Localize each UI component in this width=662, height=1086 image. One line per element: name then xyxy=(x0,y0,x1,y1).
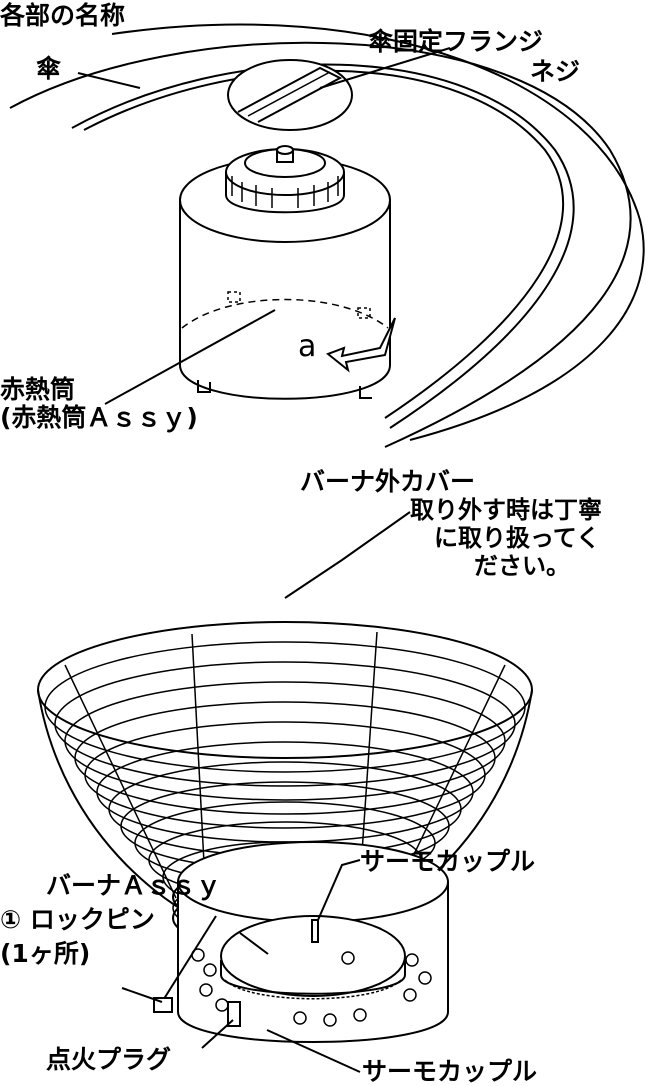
label-outer-cover: バーナ外カバー xyxy=(300,467,476,496)
umbrella-drawing xyxy=(9,23,645,448)
label-burner-assy: バーナＡｓｓｙ xyxy=(46,871,222,900)
label-thermocouple-bottom: サーモカップル xyxy=(362,1057,538,1086)
label-care-1: 取り外す時は丁寧 xyxy=(410,496,602,524)
label-igniter: 点火プラグ xyxy=(46,1045,172,1074)
label-lock-pin: ① ロックピン xyxy=(0,905,155,934)
diagram-title: 各部の名称 xyxy=(0,1,126,30)
flange-screw-drawing xyxy=(227,59,353,131)
label-arrow-a: a xyxy=(298,329,317,364)
label-heat-tube-2: (赤熱筒Ａｓｓｙ) xyxy=(0,403,198,432)
label-lock-pin-count: (1ヶ所) xyxy=(0,939,91,968)
heat-tube-drawing xyxy=(179,145,396,400)
label-heat-tube-1: 赤熱筒 xyxy=(0,375,76,404)
label-care-3: ださい。 xyxy=(474,552,570,580)
label-umbrella-screw-1: 傘固定フランジ xyxy=(368,27,544,56)
label-thermocouple-top: サーモカップル xyxy=(360,847,536,876)
label-umbrella-screw-2: ネジ xyxy=(530,57,581,86)
burner-assy-drawing xyxy=(153,841,449,1043)
label-care-2: に取り扱ってく xyxy=(434,524,601,552)
label-umbrella: 傘 xyxy=(36,54,62,83)
leader-lines xyxy=(77,47,451,1073)
